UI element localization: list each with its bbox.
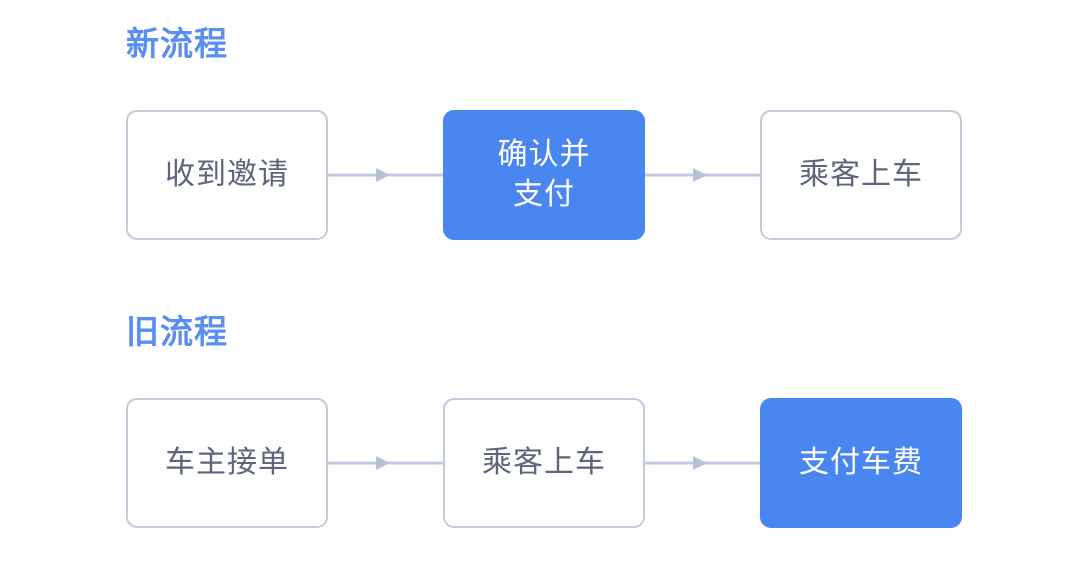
flow-connector-new-2 — [645, 166, 760, 184]
arrow-right-icon — [645, 168, 760, 182]
flow-connector-new-1 — [328, 166, 443, 184]
flow-connector-old-2 — [645, 454, 760, 472]
flow-node-label: 车主接单 — [165, 446, 289, 479]
flow-node-old-3[interactable]: 支付车费 — [760, 398, 962, 528]
arrow-right-icon — [328, 168, 443, 182]
flow-node-label: 支付车费 — [799, 446, 923, 479]
flow-node-new-2[interactable]: 确认并 支付 — [443, 110, 645, 240]
section-title-new-flow: 新流程 — [126, 25, 228, 62]
flow-node-old-2[interactable]: 乘客上车 — [443, 398, 645, 528]
flow-row-old: 车主接单 乘客上车 支付车费 — [126, 398, 962, 528]
flow-node-label: 收到邀请 — [165, 158, 289, 191]
flow-node-old-1[interactable]: 车主接单 — [126, 398, 328, 528]
flow-node-label: 乘客上车 — [482, 446, 606, 479]
flow-node-label: 确认并 支付 — [497, 138, 591, 211]
flow-connector-old-1 — [328, 454, 443, 472]
flow-node-new-1[interactable]: 收到邀请 — [126, 110, 328, 240]
flow-node-new-3[interactable]: 乘客上车 — [760, 110, 962, 240]
flow-row-new: 收到邀请 确认并 支付 乘客上车 — [126, 110, 962, 240]
flow-node-label: 乘客上车 — [799, 158, 923, 191]
section-title-old-flow: 旧流程 — [126, 313, 228, 350]
arrow-right-icon — [645, 456, 760, 470]
arrow-right-icon — [328, 456, 443, 470]
